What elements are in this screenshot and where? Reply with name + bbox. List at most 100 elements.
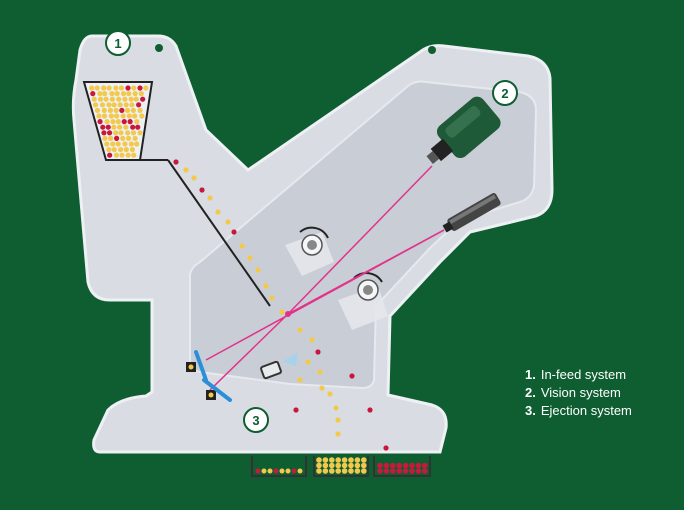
infeed-slide bbox=[167, 159, 271, 307]
falling-products bbox=[293, 327, 389, 451]
product-item bbox=[115, 141, 121, 147]
product-item bbox=[101, 113, 108, 119]
product-item bbox=[348, 462, 354, 469]
product-item bbox=[322, 457, 329, 463]
product-item bbox=[101, 107, 107, 113]
product-item bbox=[94, 107, 101, 113]
product-item bbox=[327, 391, 333, 397]
product-item bbox=[422, 468, 428, 474]
product-item bbox=[285, 468, 291, 474]
product-item bbox=[207, 195, 213, 201]
product-item bbox=[91, 96, 97, 102]
product-item bbox=[102, 91, 108, 97]
legend-item-infeed: 1.In-feed system bbox=[525, 366, 632, 384]
product-item bbox=[106, 147, 112, 153]
product-item bbox=[422, 462, 428, 469]
product-item bbox=[269, 295, 275, 301]
product-item bbox=[409, 462, 415, 469]
product-item bbox=[335, 431, 341, 437]
product-item bbox=[94, 85, 100, 91]
product-item bbox=[110, 119, 116, 125]
product-item bbox=[135, 124, 141, 130]
product-item bbox=[123, 102, 129, 108]
product-item bbox=[273, 468, 279, 474]
product-item bbox=[225, 219, 231, 225]
product-item bbox=[329, 462, 335, 469]
product-item bbox=[199, 187, 205, 193]
vision-chamber-panel bbox=[189, 80, 538, 390]
product-item bbox=[263, 283, 269, 289]
legend-item-ejection: 3. Ejection system bbox=[525, 402, 632, 420]
product-item bbox=[329, 457, 335, 463]
mount-hole bbox=[428, 46, 436, 54]
product-item bbox=[415, 462, 422, 469]
product-item bbox=[335, 468, 342, 474]
product-item bbox=[354, 462, 361, 469]
product-item bbox=[383, 462, 390, 469]
product-item bbox=[305, 359, 311, 365]
legend-label: Vision system bbox=[540, 385, 621, 400]
product-item bbox=[103, 96, 109, 102]
product-item bbox=[341, 457, 348, 463]
product-item bbox=[118, 147, 124, 153]
product-item bbox=[315, 349, 321, 355]
product-item bbox=[255, 468, 261, 474]
product-item bbox=[125, 135, 132, 141]
product-item bbox=[316, 457, 322, 463]
product-item bbox=[247, 255, 253, 261]
legend-item-vision: 2.Vision system bbox=[525, 384, 632, 402]
product-item bbox=[402, 462, 409, 469]
product-item bbox=[134, 141, 140, 147]
product-item bbox=[106, 102, 112, 108]
product-item bbox=[317, 369, 323, 375]
product-item bbox=[118, 85, 125, 91]
product-item bbox=[335, 417, 341, 423]
product-item bbox=[124, 107, 131, 113]
collection-bin-icon bbox=[251, 456, 431, 477]
product-item bbox=[108, 113, 114, 119]
legend-number: 3. bbox=[525, 403, 536, 418]
product-item bbox=[322, 468, 329, 474]
product-item bbox=[105, 124, 111, 130]
product-item bbox=[396, 462, 403, 469]
product-item bbox=[101, 130, 107, 136]
bin-products bbox=[255, 457, 428, 474]
product-item bbox=[130, 107, 136, 113]
product-item bbox=[383, 445, 389, 451]
product-item bbox=[341, 468, 348, 474]
product-item bbox=[319, 385, 325, 391]
product-item bbox=[123, 124, 129, 130]
marker-label: 1 bbox=[114, 36, 121, 51]
product-item bbox=[348, 468, 354, 474]
product-item bbox=[130, 130, 137, 136]
product-item bbox=[114, 113, 120, 119]
marker-label: 2 bbox=[501, 86, 508, 101]
product-item bbox=[96, 113, 102, 119]
product-item bbox=[89, 85, 95, 91]
product-item bbox=[101, 85, 107, 91]
product-item bbox=[137, 107, 143, 113]
product-item bbox=[409, 468, 415, 474]
mount-hole bbox=[155, 44, 163, 52]
product-item bbox=[120, 91, 127, 97]
air-ejector-icon bbox=[260, 352, 298, 380]
product-item bbox=[354, 468, 361, 474]
marker-infeed: 1 bbox=[105, 30, 131, 56]
product-item bbox=[143, 85, 149, 91]
product-item bbox=[138, 91, 144, 97]
product-item bbox=[102, 135, 108, 141]
product-item bbox=[109, 96, 115, 102]
product-item bbox=[136, 102, 142, 108]
product-item bbox=[131, 152, 137, 158]
product-item bbox=[377, 468, 383, 474]
product-item bbox=[116, 96, 122, 102]
product-item bbox=[139, 113, 145, 119]
product-item bbox=[125, 85, 131, 91]
product-item bbox=[122, 96, 128, 102]
laser-beams bbox=[205, 165, 445, 391]
product-item bbox=[279, 309, 285, 315]
product-item bbox=[113, 107, 119, 113]
legend-label: Ejection system bbox=[540, 403, 632, 418]
product-item bbox=[111, 147, 117, 153]
product-item bbox=[329, 468, 335, 474]
